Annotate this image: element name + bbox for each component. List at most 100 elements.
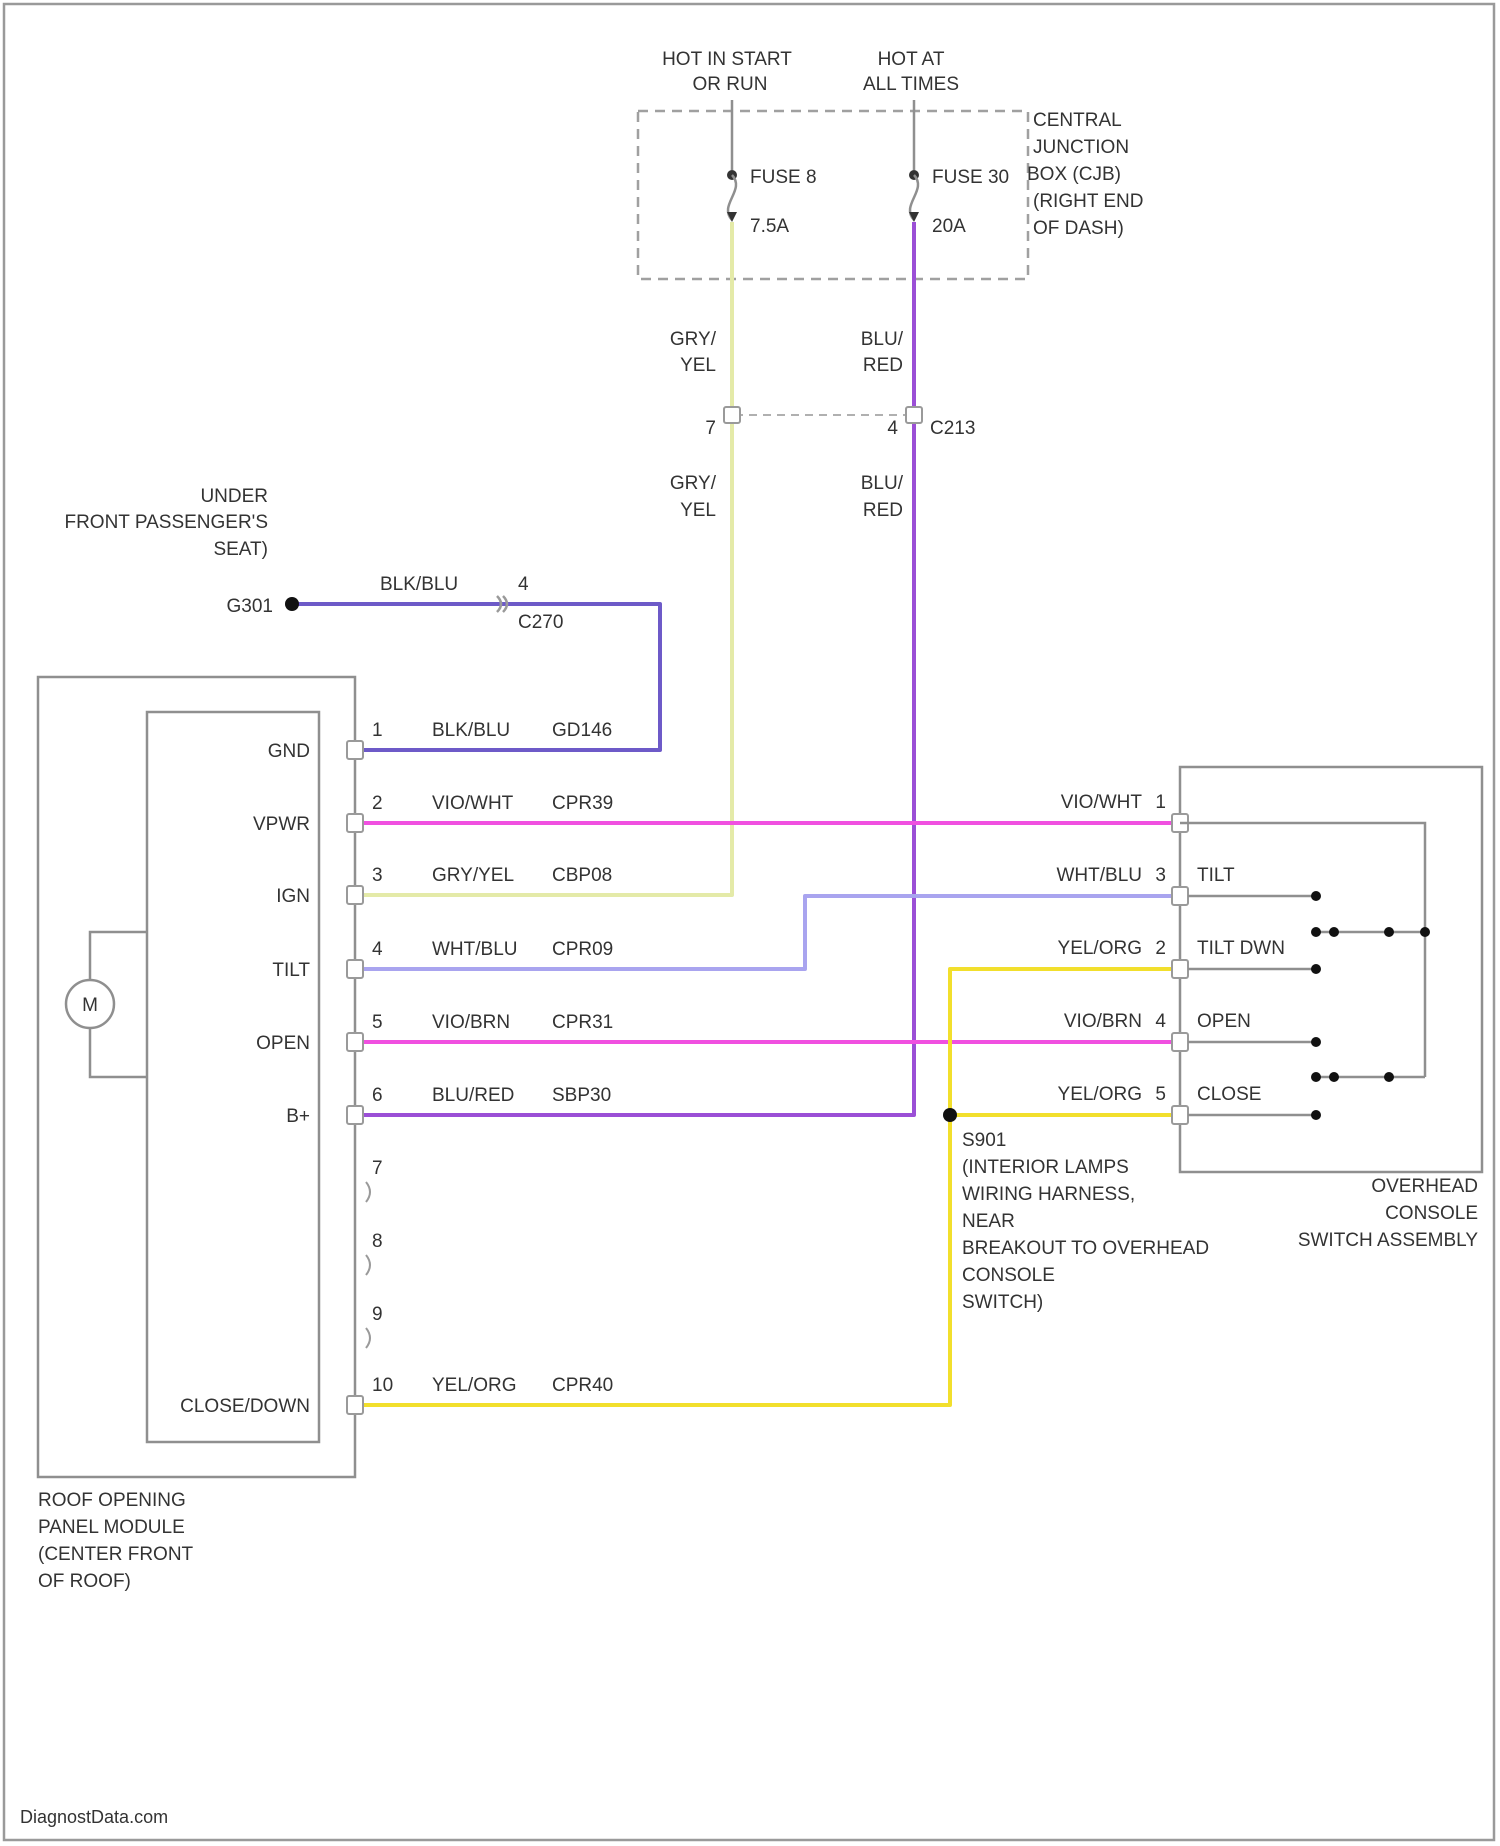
switch-contact-point [1384,927,1394,937]
c213-left-wire-bottom-1: GRY/ [670,473,717,494]
switch-pin-wire-color: WHT/BLU [1057,865,1143,886]
module-pin-name: GND [268,741,310,762]
central-junction-box [638,111,1028,279]
module-pin-circuit: CPR09 [552,939,613,960]
switch-pin-number: 2 [1155,938,1166,959]
module-unused-pin-number: 8 [372,1231,383,1252]
ground-location-2: FRONT PASSENGER'S [64,512,268,533]
splice-desc-2: WIRING HARNESS, [962,1184,1135,1205]
switch-pin-number: 5 [1155,1084,1166,1105]
c213-right-wire-top-2: RED [863,355,903,376]
module-pin-circuit: SBP30 [552,1085,611,1106]
module-unused-pin-icon [366,1328,370,1348]
roof-module-outer-box [38,677,355,1477]
hot-all-times-label-1: HOT AT [878,49,945,70]
module-pin-connector-icon [347,1033,363,1051]
ground-name: G301 [227,596,273,617]
watermark: DiagnostData.com [20,1807,168,1827]
fuse30-name: FUSE 30 [932,167,1009,188]
ground-terminal [285,597,299,611]
cjb-label-1: CENTRAL [1033,110,1122,131]
wire-yel-org-close-down [355,1115,950,1405]
module-label-3: (CENTER FRONT [38,1544,194,1565]
switch-contact-point [1311,927,1321,937]
module-pin-name: TILT [272,960,310,981]
module-pin-name: OPEN [256,1033,310,1054]
module-pin-connector-icon [347,741,363,759]
module-close-pin-connector-icon [347,1396,363,1414]
cjb-label-5: OF DASH) [1033,218,1124,239]
switch-pin-number: 4 [1155,1011,1166,1032]
splice-desc-4: BREAKOUT TO OVERHEAD [962,1238,1209,1259]
module-pin-number: 2 [372,793,383,814]
module-pin-number: 3 [372,865,383,886]
module-label-4: OF ROOF) [38,1571,131,1592]
module-pin-number: 1 [372,720,383,741]
module-unused-pin-icon [366,1255,370,1275]
module-pin-name: IGN [276,886,310,907]
switch-pin-connector-icon [1172,1106,1188,1124]
switch-pin-name: TILT DWN [1197,938,1285,959]
switch-contact-point [1384,1072,1394,1082]
switch-contact-point [1329,927,1339,937]
cjb-label-4: (RIGHT END [1033,191,1143,212]
module-unused-pin-icon [366,1182,370,1202]
c213-left-wire-top-1: GRY/ [670,329,717,350]
module-pin-connector-icon [347,886,363,904]
cjb-label-3: BOX (CJB) [1027,164,1121,185]
switch-contact-point [1329,1072,1339,1082]
ground-location-3: SEAT) [213,539,268,560]
module-pin-number: 4 [372,939,383,960]
module-pin-name: VPWR [253,814,310,835]
ground-connector-pin: 4 [518,574,529,595]
c213-right-pin: 4 [887,418,898,439]
c213-name: C213 [930,418,975,439]
motor-label: M [82,995,98,1016]
module-label-2: PANEL MODULE [38,1517,185,1538]
module-pin-connector-icon [347,1106,363,1124]
module-pin-wire-color: VIO/WHT [432,793,514,814]
switch-contact-point [1311,1110,1321,1120]
switch-pin-name: TILT [1197,865,1235,886]
ground-wire-label: BLK/BLU [380,574,458,595]
module-pin-number: 5 [372,1012,383,1033]
module-close-pin-wire-color: YEL/ORG [432,1375,516,1396]
switch-contact-point [1420,927,1430,937]
c213-left-wire-bottom-2: YEL [680,500,716,521]
switch-pin-name: CLOSE [1197,1084,1261,1105]
module-pin-circuit: GD146 [552,720,612,741]
fuse8-rating: 7.5A [750,216,789,237]
switch-label-2: CONSOLE [1385,1203,1478,1224]
hot-start-run-label-1: HOT IN START [662,49,792,70]
switch-contact-point [1311,964,1321,974]
module-unused-pin-number: 9 [372,1304,383,1325]
module-pin-circuit: CBP08 [552,865,612,886]
hot-all-times-label-2: ALL TIMES [863,74,959,95]
switch-contact-point [1311,891,1321,901]
switch-pin-wire-color: YEL/ORG [1058,938,1142,959]
ground-connector-name: C270 [518,612,563,633]
switch-contact-point [1311,1037,1321,1047]
fuse8-name: FUSE 8 [750,167,817,188]
splice-desc-3: NEAR [962,1211,1015,1232]
switch-contact-point [1311,1072,1321,1082]
switch-pin-number: 1 [1155,792,1166,813]
switch-contacts [1311,891,1430,1120]
wire-blu-red-battery [355,222,914,1115]
switch-pin-wire-color: VIO/WHT [1061,792,1143,813]
switch-pin-connector-icon [1172,887,1188,905]
switch-label-3: SWITCH ASSEMBLY [1298,1230,1479,1251]
switch-pin-name: OPEN [1197,1011,1251,1032]
switch-pin-connector-icon [1172,960,1188,978]
module-close-pin-number: 10 [372,1375,393,1396]
switch-pin-wire-color: YEL/ORG [1058,1084,1142,1105]
hot-start-run-label-2: OR RUN [693,74,768,95]
cjb-label-2: JUNCTION [1033,137,1129,158]
module-pin-wire-color: BLU/RED [432,1085,514,1106]
switch-pin-connector-icon [1172,1033,1188,1051]
module-close-pin-circuit: CPR40 [552,1375,613,1396]
switch-pins: VIO/WHT1WHT/BLU3TILTYEL/ORG2TILT DWNVIO/… [1057,792,1317,1124]
splice-s901-dot [943,1108,957,1122]
c213-right-wire-bottom-1: BLU/ [861,473,904,494]
